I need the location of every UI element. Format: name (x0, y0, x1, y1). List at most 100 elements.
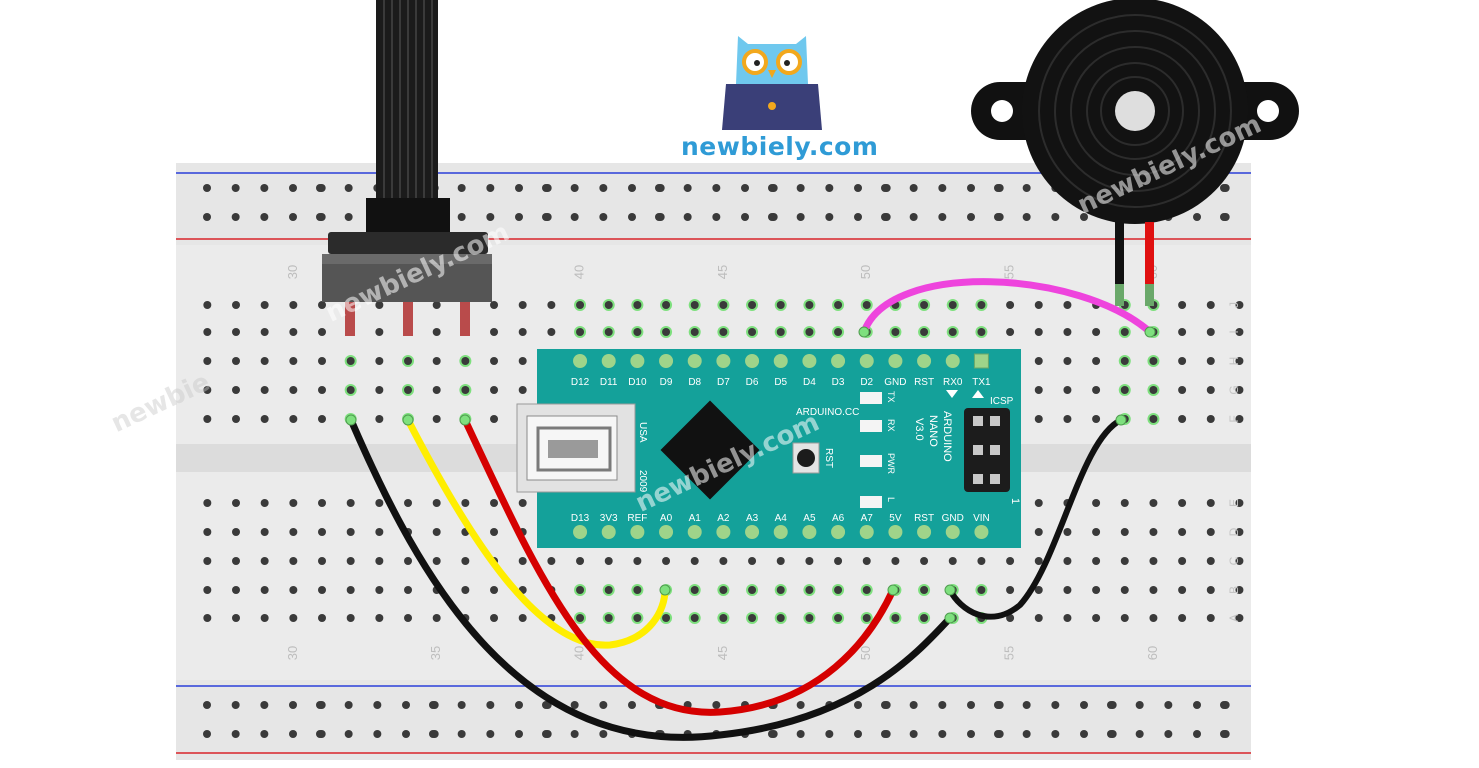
breadboard-hole (1235, 328, 1244, 336)
nano-pin-pad (716, 525, 731, 539)
breadboard-hole (518, 301, 527, 309)
breadboard-hole (604, 614, 613, 622)
rail-hole (909, 701, 918, 709)
rail-hole (599, 701, 608, 709)
breadboard-hole (518, 557, 527, 565)
buzzer-ring-1 (1038, 14, 1232, 208)
wire-endpoint (1144, 326, 1156, 338)
rail-hole (628, 701, 637, 709)
rail-hole (712, 213, 721, 221)
breadboard-hole (432, 557, 441, 565)
breadboard-hole (862, 614, 871, 622)
breadboard-hole (289, 499, 298, 507)
model-line-3: V3.0 (913, 418, 925, 441)
breadboard-hole (1206, 357, 1215, 365)
breadboard-hole (232, 528, 240, 536)
rail-hole (1022, 701, 1031, 709)
column-label-bottom: 55 (1002, 646, 1017, 660)
breadboard-hole (404, 557, 413, 565)
nano-pin-pad (773, 354, 788, 368)
breadboard-hole (748, 614, 757, 622)
breadboard-hole (1149, 528, 1158, 536)
rail-hole (260, 184, 269, 192)
breadboard-hole (318, 415, 327, 423)
row-label: C (1227, 556, 1241, 565)
rail-hole (289, 213, 298, 221)
breadboard-hole (1235, 386, 1244, 394)
rail-hole (683, 213, 692, 221)
breadboard-hole (977, 301, 986, 309)
rail-hole (570, 701, 579, 709)
breadboard-hole (346, 528, 355, 536)
breadboard-hole (375, 415, 384, 423)
breadboard-hole (633, 557, 642, 565)
rail-hole (486, 213, 495, 221)
breadboard-hole (834, 586, 843, 594)
wire-endpoint (659, 584, 671, 596)
rail-hole (768, 213, 776, 221)
breadboard-hole (1178, 614, 1187, 622)
rail-hole (1135, 701, 1144, 709)
rail-hole (542, 730, 550, 738)
breadboard-hole (748, 328, 757, 336)
buzzer-leg-black-end (1115, 284, 1124, 306)
breadboard-hole (776, 328, 785, 336)
rail-hole (515, 730, 524, 738)
nano-pin-pad (601, 354, 616, 368)
led-tx (860, 392, 882, 404)
row-label: H (1227, 357, 1241, 366)
column-label-bottom: 30 (285, 646, 300, 660)
rail-hole (909, 213, 918, 221)
breadboard-hole (1178, 586, 1187, 594)
breadboard-hole (1092, 557, 1101, 565)
led-pwr (860, 455, 882, 467)
breadboard-hole (432, 614, 441, 622)
rail-hole (628, 213, 637, 221)
owl-beak (768, 70, 776, 78)
breadboard-hole (1006, 557, 1015, 565)
breadboard-hole (1206, 586, 1215, 594)
breadboard-hole (232, 614, 240, 622)
breadboard-hole (404, 614, 413, 622)
nano-pin-pads (573, 353, 989, 539)
column-label-top: 45 (715, 265, 730, 279)
rail-hole (457, 213, 466, 221)
column-label-bottom: 45 (715, 646, 730, 660)
wire-magenta-buzzer (860, 278, 1154, 336)
microcontroller-chip (660, 400, 760, 500)
breadboard-hole (834, 301, 843, 309)
rail-hole (854, 701, 863, 709)
wire-black-pot-to-gnd (347, 416, 954, 741)
rail-hole (1022, 184, 1031, 192)
nano-pin-pad (974, 525, 989, 539)
breadboard-hole (260, 499, 269, 507)
rail-hole (854, 730, 863, 738)
breadboard-hole (1235, 614, 1244, 622)
rail-hole (599, 184, 608, 192)
breadboard-hole (1034, 357, 1043, 365)
rail-hole (1107, 730, 1115, 738)
breadboard-hole (604, 328, 613, 336)
nano-pin-pad (630, 354, 645, 368)
breadboard-hole (375, 557, 384, 565)
breadboard-hole (862, 557, 871, 565)
breadboard-hole (518, 614, 527, 622)
nano-bottom-pin-label: A7 (861, 513, 874, 524)
nano-pin-pad (917, 525, 932, 539)
breadboard-hole (805, 557, 814, 565)
breadboard-hole (633, 301, 642, 309)
breadboard-hole (1120, 328, 1129, 336)
breadboard-hole (490, 386, 499, 394)
column-label-top: 30 (285, 265, 300, 279)
rail-hole (938, 184, 947, 192)
buzzer-ring-4 (1086, 62, 1184, 160)
rail-hole (967, 730, 976, 738)
breadboard-hole (318, 499, 327, 507)
breadboard-hole (289, 357, 298, 365)
nano-pin-pad (573, 354, 588, 368)
breadboard-hole (834, 557, 843, 565)
nano-top-pin-label: D10 (628, 377, 647, 388)
nano-bottom-pin-label: A3 (746, 513, 759, 524)
breadboard-hole (662, 301, 671, 309)
nano-bottom-pin-label: REF (627, 513, 647, 524)
